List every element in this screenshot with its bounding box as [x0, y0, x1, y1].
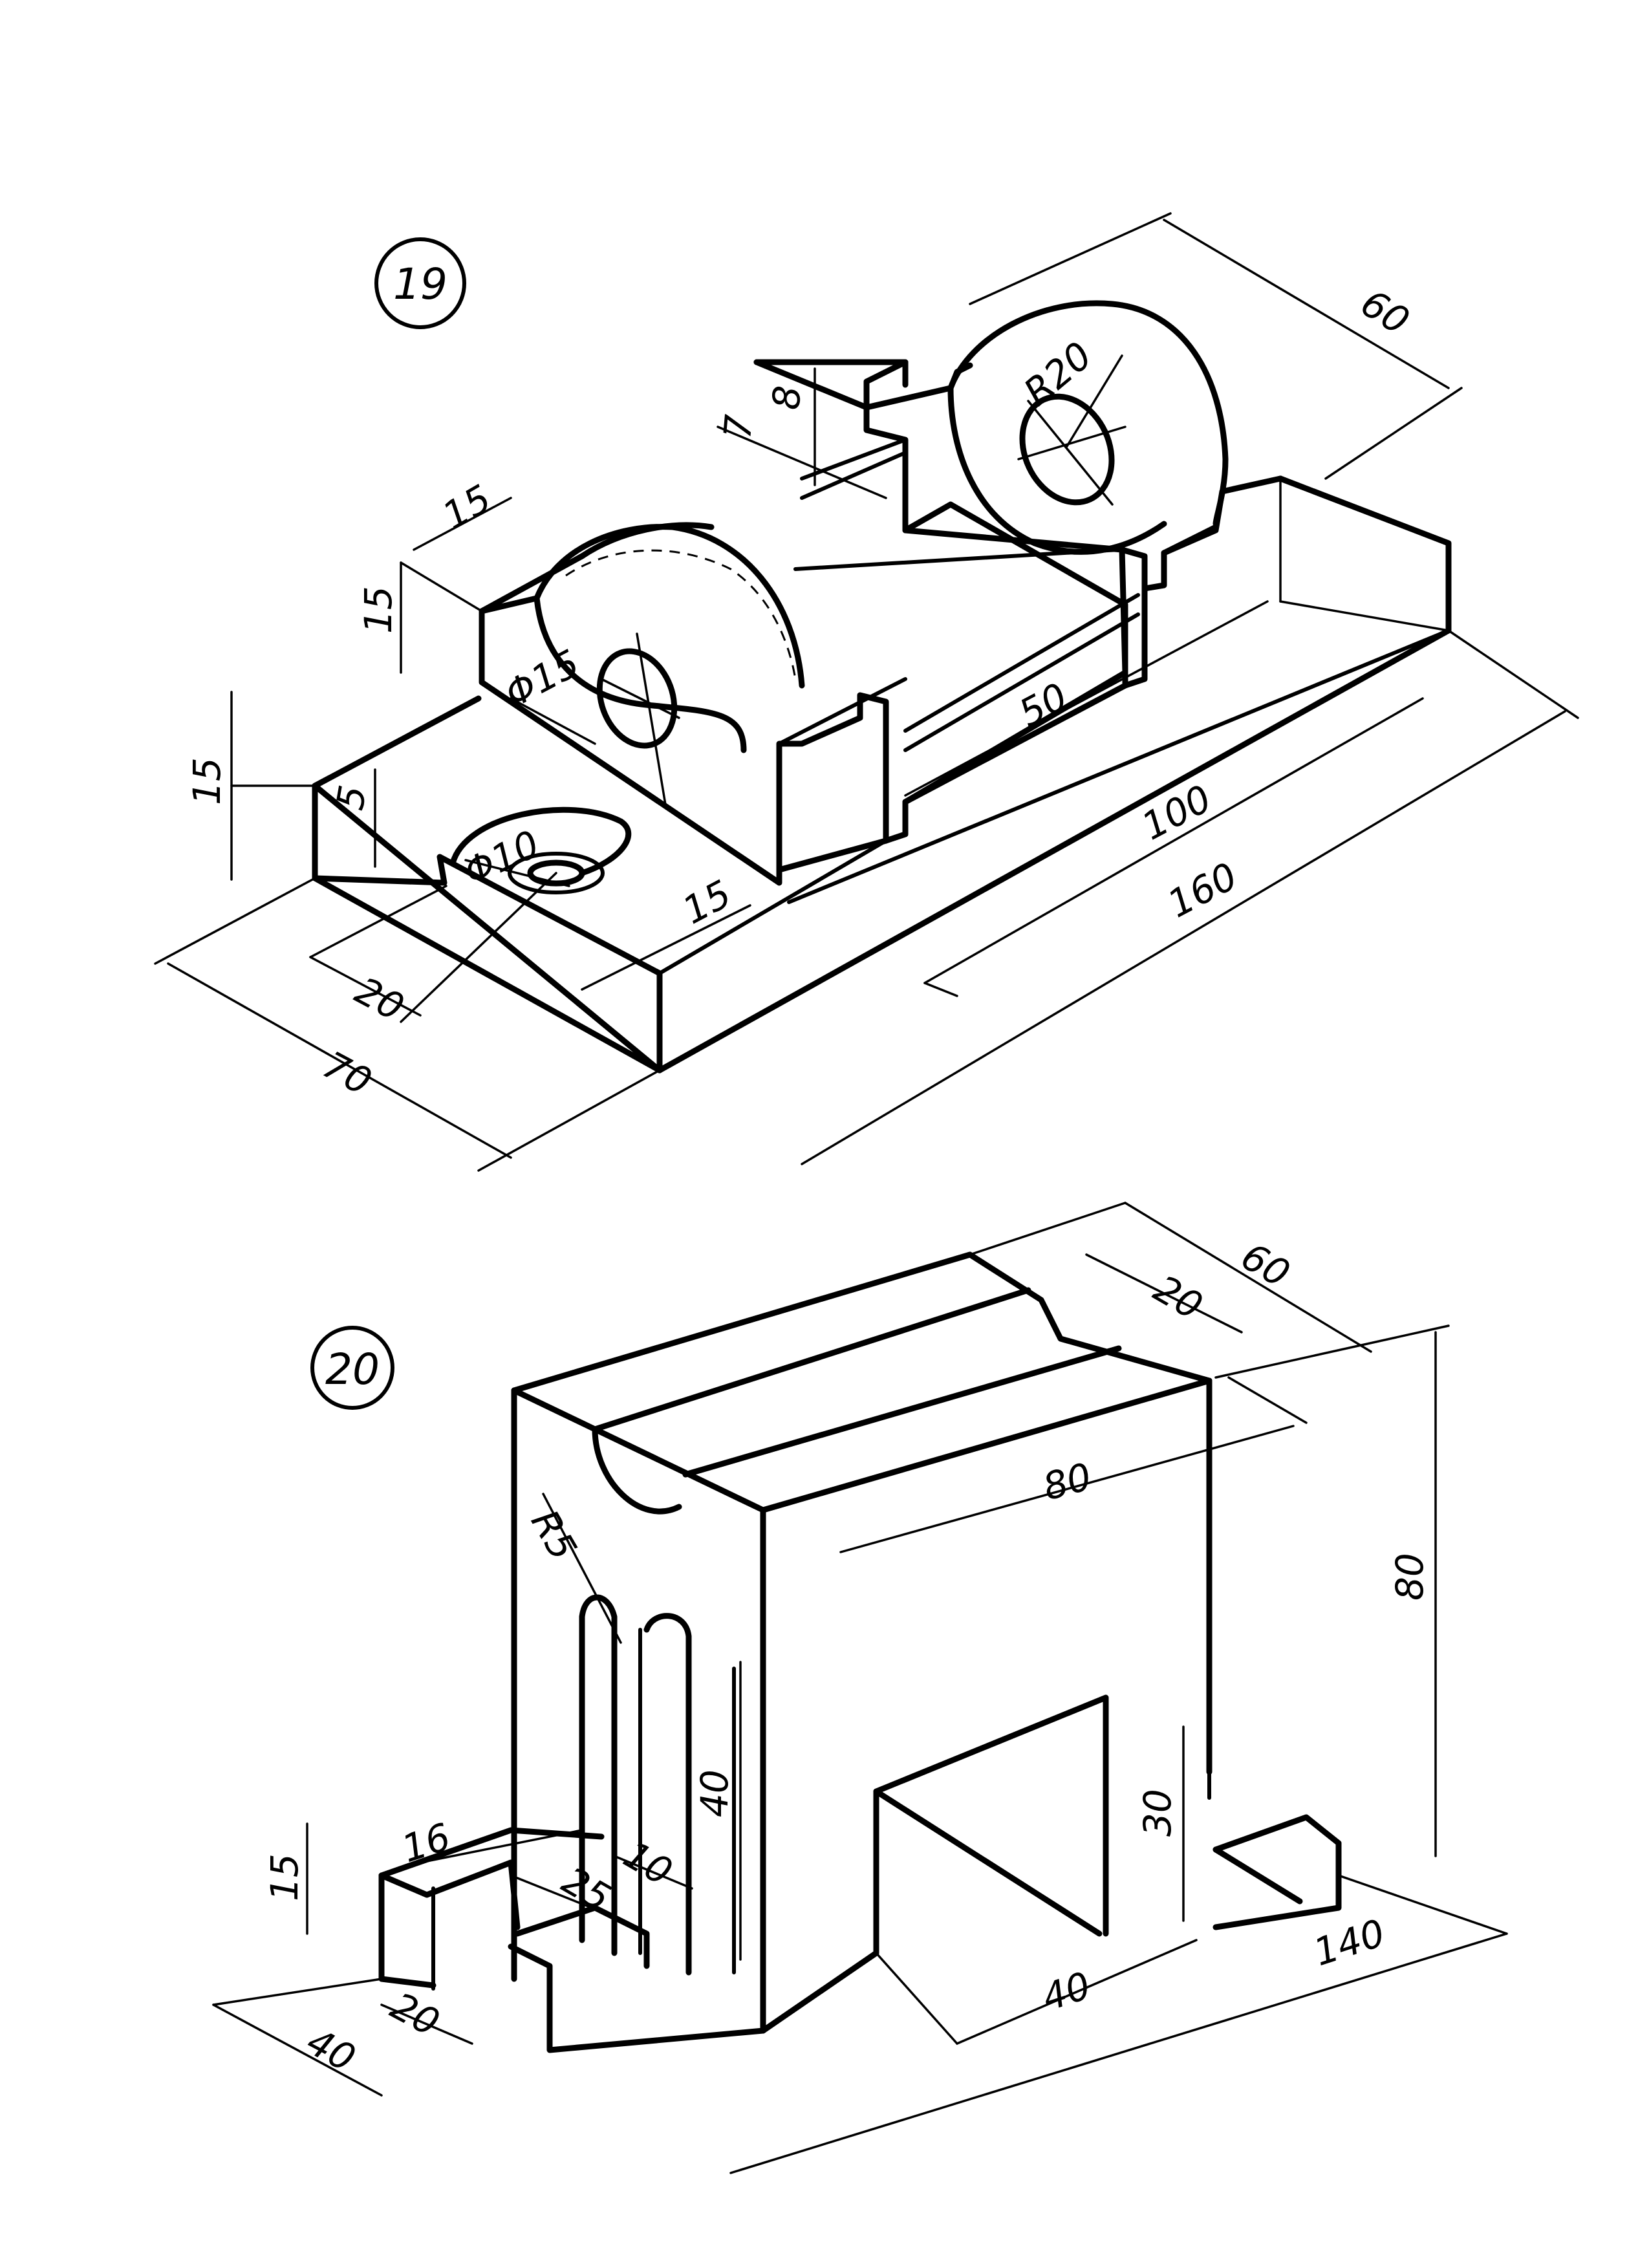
dim-20-16: 16 — [396, 1815, 455, 1871]
dim-19-8: 8 — [764, 384, 810, 412]
figure-19: 19 — [154, 212, 1579, 1172]
dim-20-40-slot: 40 — [693, 1769, 737, 1817]
dim-20-20-top: 20 — [1147, 1266, 1210, 1328]
dim-20-30: 30 — [1136, 1789, 1180, 1837]
dim-20-10: 10 — [616, 1832, 680, 1894]
figure-19-dimension-texts: 60 R20 8 7 15 15 Φ15 15 5 Φ10 15 20 70 5… — [185, 281, 1417, 1104]
figure-19-right-arch — [947, 300, 1229, 555]
dim-19-15-base: 15 — [185, 757, 229, 805]
figure-20-dimension-texts: 60 20 80 80 R5 40 30 16 25 10 15 40 20 4… — [263, 1234, 1432, 2080]
figure-20-dimension-lines — [212, 1202, 1508, 2174]
dim-19-15-bottom: 15 — [676, 872, 738, 933]
figure-20-label: 20 — [310, 1326, 394, 1410]
dim-20-40-bottom: 40 — [299, 2019, 362, 2080]
dim-19-15-top: 15 — [435, 476, 499, 538]
figure-20: 20 — [212, 1202, 1508, 2174]
dim-20-40-wedge: 40 — [1037, 1963, 1095, 2020]
dim-19-7: 7 — [715, 413, 761, 440]
figure-20-main-block — [511, 1251, 1212, 2034]
figure-20-number: 20 — [325, 1345, 380, 1394]
dim-20-60: 60 — [1234, 1234, 1297, 1296]
dim-19-15-body: 15 — [356, 586, 400, 634]
dim-20-140: 140 — [1308, 1910, 1390, 1974]
dim-20-80-vertical: 80 — [1388, 1553, 1432, 1601]
figure-19-label: 19 — [374, 237, 466, 329]
figure-19-dimension-lines — [154, 212, 1579, 1172]
figure-19-left-arch — [479, 522, 805, 810]
figure-19-number: 19 — [393, 259, 447, 309]
dim-20-80-horizontal: 80 — [1039, 1454, 1096, 1509]
figure-20-left-slot — [579, 1594, 736, 1976]
dim-20-20-bottom: 20 — [383, 1983, 446, 2045]
dim-19-60: 60 — [1353, 281, 1417, 343]
dim-19-160: 160 — [1161, 854, 1245, 926]
dim-19-5: 5 — [328, 782, 375, 813]
dim-20-15: 15 — [263, 1853, 307, 1901]
dim-20-25: 25 — [555, 1858, 618, 1920]
dim-19-phi10: Φ10 — [457, 822, 546, 894]
figure-20-right-wedge — [760, 1694, 1342, 2034]
figure-19-base — [312, 475, 1452, 1074]
figure-19-body — [479, 359, 1284, 886]
